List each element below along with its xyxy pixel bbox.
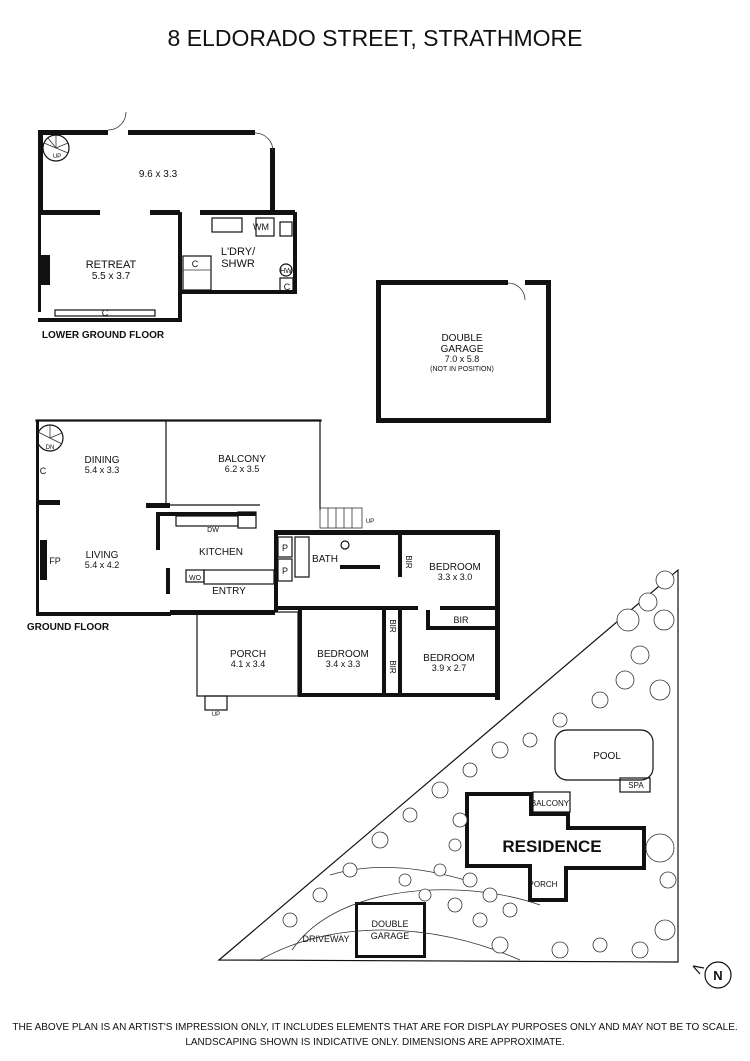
closet-label: C [102, 308, 109, 318]
lg-main-dims: 9.6 x 3.3 [139, 169, 178, 180]
ground-floor-plan: DINING 5.4 x 3.3 BALCONY 6.2 x 3.5 LIVIN… [27, 419, 500, 718]
closet-label: C [40, 466, 47, 476]
tree-canopy [282, 570, 677, 959]
kitchen-name: KITCHEN [199, 547, 243, 558]
retreat-name: RETREAT [86, 259, 137, 271]
retreat-dims: 5.5 x 3.7 [92, 271, 131, 282]
laundry-name-2: SHWR [221, 258, 255, 270]
laundry-name: L'DRY/ [221, 246, 256, 258]
bir-label: BIR [388, 660, 397, 674]
bedroom-3-dims: 3.9 x 2.7 [432, 663, 467, 673]
pantry-label: P [282, 566, 288, 576]
dining-name: DINING [85, 455, 120, 466]
site-balcony-label: BALCONY [531, 799, 570, 808]
disclaimer-line-1: THE ABOVE PLAN IS AN ARTIST'S IMPRESSION… [12, 1022, 737, 1033]
garage-name-2: GARAGE [441, 344, 484, 355]
site-boundary [217, 568, 679, 963]
garage-name: DOUBLE [441, 333, 482, 344]
bedroom-2-name: BEDROOM [317, 649, 369, 660]
dishwasher-label: DW [207, 527, 219, 534]
bedroom-3-name: BEDROOM [423, 653, 475, 664]
lower-ground-floor-plan: 9.6 x 3.3 RETREAT 5.5 x 3.7 L'DRY/ SHWR … [38, 111, 297, 341]
stair-up-label: UP [212, 712, 220, 718]
hw-label: HW [280, 268, 292, 275]
north-arrow: N [692, 961, 732, 989]
site-garage-label-2: GARAGE [371, 931, 410, 941]
balcony-dims: 6.2 x 3.5 [225, 464, 260, 474]
site-porch-label: PORCH [529, 880, 558, 889]
closet-label: C [192, 259, 199, 269]
dining-dims: 5.4 x 3.3 [85, 465, 120, 475]
fireplace-label: FP [49, 556, 61, 566]
porch-name: PORCH [230, 649, 266, 660]
lower-ground-heading: LOWER GROUND FLOOR [42, 330, 165, 341]
living-name: LIVING [86, 550, 119, 561]
stair-up-label: UP [53, 154, 61, 160]
wall-oven-label: WO [189, 575, 202, 582]
north-label: N [713, 968, 722, 983]
bir-label: BIR [453, 615, 469, 625]
site-driveway-label: DRIVEWAY [302, 934, 349, 944]
spa [619, 777, 651, 793]
living-dims: 5.4 x 4.2 [85, 560, 120, 570]
porch-dims: 4.1 x 3.4 [231, 659, 266, 669]
balcony-name: BALCONY [218, 454, 266, 465]
site-spa-label: SPA [628, 781, 644, 790]
pantry-label: P [282, 543, 288, 553]
stair-down-label: DN [46, 445, 55, 451]
disclaimer-line-2: LANDSCAPING SHOWN IS INDICATIVE ONLY. DI… [185, 1037, 564, 1048]
bedroom-1-name: BEDROOM [429, 562, 481, 573]
page-title: 8 ELDORADO STREET, STRATHMORE [168, 25, 583, 51]
ground-floor-heading: GROUND FLOOR [27, 622, 110, 633]
bedroom-2-dims: 3.4 x 3.3 [326, 659, 361, 669]
garage-dims: 7.0 x 5.8 [445, 354, 480, 364]
stair-up-label: UP [366, 519, 374, 525]
bedroom-1-dims: 3.3 x 3.0 [438, 572, 473, 582]
site-pool-label: POOL [593, 751, 621, 762]
closet-label: C [284, 282, 291, 292]
pool [554, 729, 654, 781]
bir-label: BIR [388, 619, 397, 633]
site-residence-label: RESIDENCE [502, 837, 601, 856]
double-garage-plan: DOUBLE GARAGE 7.0 x 5.8 (NOT IN POSITION… [376, 280, 551, 423]
wm-label: WM [253, 222, 269, 232]
site-garage-label: DOUBLE [371, 919, 408, 929]
garage-note: (NOT IN POSITION) [430, 366, 494, 373]
entry-name: ENTRY [212, 586, 246, 597]
site-plan: POOL SPA BALCONY RESIDENCE PORCH DOUBLE … [217, 568, 732, 989]
bir-label: BIR [404, 555, 413, 569]
bath-name: BATH [312, 554, 338, 565]
